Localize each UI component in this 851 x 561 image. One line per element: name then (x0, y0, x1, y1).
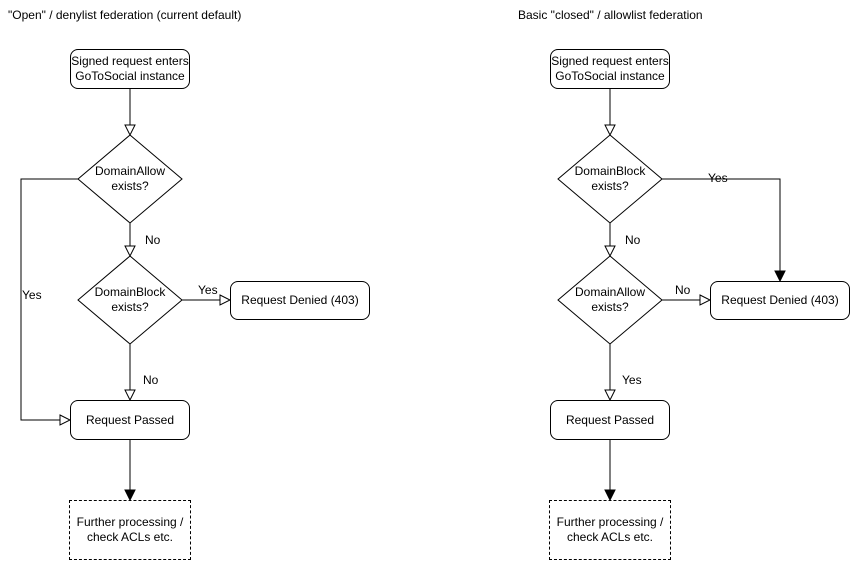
edge-label-left-block-no: No (143, 373, 159, 387)
node-right-further-processing: Further processing / check ACLs etc. (549, 500, 671, 560)
edge-label-right-block-no: No (625, 233, 641, 247)
edge-left-domainallow-yes-to-passed (20, 178, 78, 426)
node-left-request-denied: Request Denied (403) (230, 281, 370, 320)
chart-title-open-denylist: "Open" / denylist federation (current de… (8, 8, 242, 22)
edge-label-right-block-yes: Yes (708, 171, 728, 185)
edge-right-domainblock-yes-to-denied (662, 178, 786, 283)
label-left-domainblock: DomainBlock exists? (94, 285, 166, 314)
diamond-left-domainallow (77, 134, 183, 224)
edge-label-left-block-yes: Yes (198, 283, 218, 297)
edge-label-left-allow-no: No (145, 233, 161, 247)
diamond-right-domainallow (557, 255, 663, 345)
chart-title-closed-allowlist: Basic "closed" / allowlist federation (518, 8, 703, 22)
node-left-further-processing: Further processing / check ACLs etc. (69, 500, 191, 560)
label-left-domainallow: DomainAllow exists? (94, 164, 166, 193)
diamond-left-domainblock (77, 255, 183, 345)
label-right-domainblock: DomainBlock exists? (574, 164, 646, 193)
edge-label-left-allow-yes: Yes (22, 288, 42, 302)
node-left-request-passed: Request Passed (70, 400, 190, 440)
edge-label-right-allow-yes: Yes (622, 373, 642, 387)
node-right-request-denied: Request Denied (403) (710, 281, 850, 320)
node-right-start: Signed request enters GoToSocial instanc… (550, 49, 670, 89)
node-right-request-passed: Request Passed (550, 400, 670, 440)
label-right-domainallow: DomainAllow exists? (574, 285, 646, 314)
edge-label-right-allow-no: No (675, 283, 691, 297)
node-left-start: Signed request enters GoToSocial instanc… (70, 49, 190, 89)
diamond-right-domainblock (557, 134, 663, 224)
